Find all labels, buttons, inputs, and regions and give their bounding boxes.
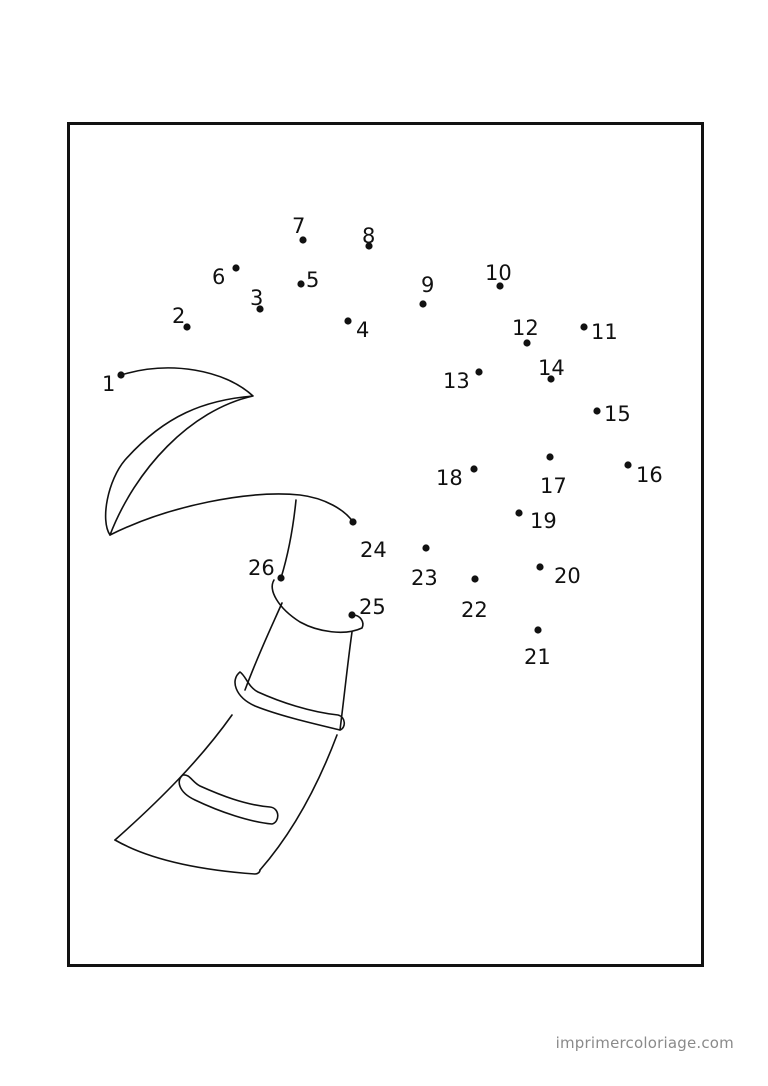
dot-label-5: 5 bbox=[306, 268, 319, 292]
dot-22 bbox=[471, 575, 479, 583]
dot-17 bbox=[546, 453, 554, 461]
dot-label-24: 24 bbox=[360, 538, 387, 562]
dot-21 bbox=[534, 626, 542, 634]
dot-7 bbox=[299, 236, 307, 244]
dot-label-16: 16 bbox=[636, 463, 663, 487]
dot-11 bbox=[580, 323, 588, 331]
trunk-base bbox=[114, 839, 261, 875]
trunk-ring-middle bbox=[234, 671, 346, 731]
dot-8 bbox=[365, 242, 373, 250]
dot-label-22: 22 bbox=[461, 598, 488, 622]
dot-label-14: 14 bbox=[538, 356, 565, 380]
dot-label-25: 25 bbox=[359, 595, 386, 619]
dot-13 bbox=[475, 368, 483, 376]
dot-6 bbox=[232, 264, 240, 272]
dot-label-15: 15 bbox=[604, 402, 631, 426]
dot-9 bbox=[419, 300, 427, 308]
trunk-left-edge bbox=[280, 499, 297, 579]
dot-label-2: 2 bbox=[172, 304, 185, 328]
dot-2 bbox=[183, 323, 191, 331]
dot-label-26: 26 bbox=[248, 556, 275, 580]
trunk-body-left bbox=[114, 602, 283, 841]
dot-4 bbox=[344, 317, 352, 325]
palm-tree-trunk-and-leaf-outline-icon bbox=[104, 367, 364, 875]
dot-label-20: 20 bbox=[554, 564, 581, 588]
dot-24 bbox=[349, 518, 357, 526]
dot-16 bbox=[624, 461, 632, 469]
dot-label-23: 23 bbox=[411, 566, 438, 590]
dot-label-8: 8 bbox=[362, 224, 375, 248]
site-credit: imprimercoloriage.com bbox=[555, 1034, 734, 1052]
dot-19 bbox=[515, 509, 523, 517]
dot-label-7: 7 bbox=[292, 214, 305, 238]
dot-3 bbox=[256, 305, 264, 313]
dot-14 bbox=[547, 375, 555, 383]
dot-label-3: 3 bbox=[250, 286, 263, 310]
trunk-body-right bbox=[259, 631, 353, 871]
dot-26 bbox=[277, 574, 285, 582]
dot-label-10: 10 bbox=[485, 261, 512, 285]
trunk-ring-top bbox=[271, 579, 364, 634]
dot-1 bbox=[117, 371, 125, 379]
leaf-outline bbox=[104, 367, 254, 536]
dot-12 bbox=[523, 339, 531, 347]
dot-label-1: 1 bbox=[102, 372, 115, 396]
dot-label-6: 6 bbox=[212, 265, 225, 289]
dot-20 bbox=[536, 563, 544, 571]
dot-5 bbox=[297, 280, 305, 288]
dot-label-4: 4 bbox=[356, 318, 369, 342]
dot-label-19: 19 bbox=[530, 509, 557, 533]
dot-15 bbox=[593, 407, 601, 415]
trunk-ring-lower bbox=[178, 774, 279, 825]
dot-label-12: 12 bbox=[512, 316, 539, 340]
dot-10 bbox=[496, 282, 504, 290]
dot-label-18: 18 bbox=[436, 466, 463, 490]
dot-23 bbox=[422, 544, 430, 552]
dot-label-21: 21 bbox=[524, 645, 551, 669]
dot-25 bbox=[348, 611, 356, 619]
dot-label-11: 11 bbox=[591, 320, 618, 344]
dot-label-9: 9 bbox=[421, 273, 434, 297]
worksheet-frame bbox=[67, 122, 704, 967]
dot-label-17: 17 bbox=[540, 474, 567, 498]
dot-18 bbox=[470, 465, 478, 473]
leaf-lower-edge bbox=[109, 493, 354, 536]
dot-label-13: 13 bbox=[443, 369, 470, 393]
